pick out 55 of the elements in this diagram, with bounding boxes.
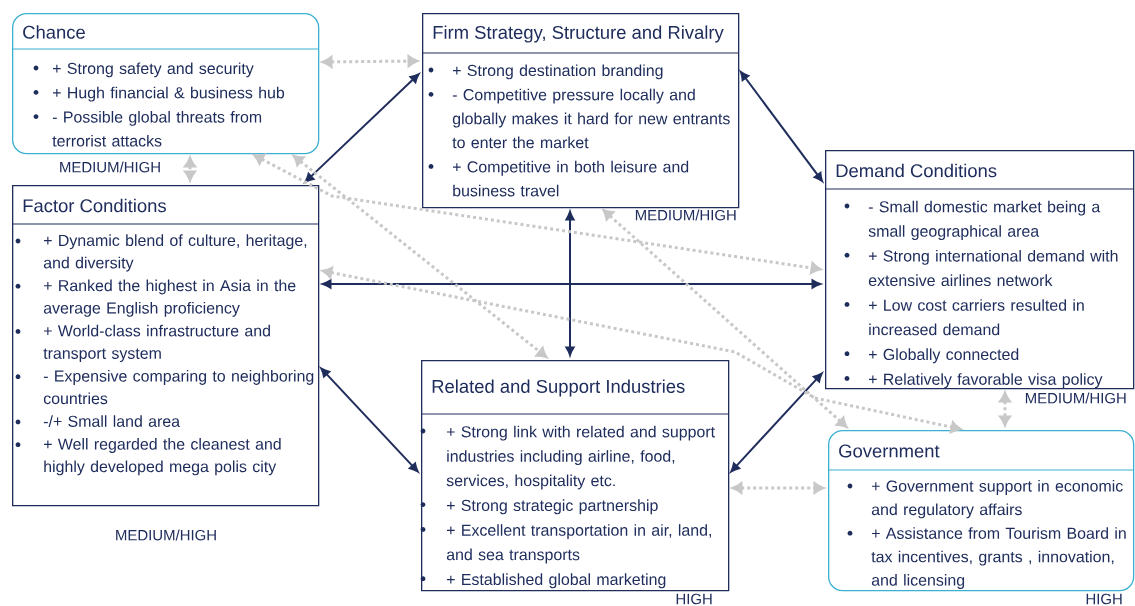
box-heading: Firm Strategy, Structure and Rivalry <box>433 25 724 43</box>
arrow <box>730 372 823 473</box>
panel-box <box>824 150 1135 390</box>
arrow <box>320 367 419 473</box>
arrow <box>321 55 419 68</box>
rating-label: HIGH <box>1086 593 1122 605</box>
arrow <box>565 210 575 357</box>
arrow <box>253 153 822 274</box>
bullet-item: - Expensive comparing to neighboring countries <box>15 370 314 405</box>
bullet-item: + Strong destination branding <box>428 64 663 80</box>
bullet-item: + Strong link with related and support industries including airline, food, services, hospitality etc. <box>420 425 715 490</box>
bullet-item: + Government support in economic and regulatory affairs <box>847 480 1123 519</box>
bullet-item: - Competitive pressure locally and globally makes it hard for new entrants to enter the market <box>428 88 730 149</box>
bullet-item: + Strong strategic partnership <box>420 499 658 515</box>
arrow <box>739 70 824 183</box>
bullet-item: + Globally connected <box>844 348 1019 364</box>
rating-label: MEDIUM/HIGH <box>1025 392 1126 404</box>
arrow <box>321 279 822 289</box>
bullet-item: -/+ Small land area <box>15 415 181 427</box>
bullet-item: + Strong safety and security <box>33 62 254 78</box>
box-heading: Government <box>839 444 940 458</box>
rating-label: MEDIUM/HIGH <box>116 529 216 541</box>
panel-box <box>11 13 320 155</box>
arrow <box>321 266 962 434</box>
arrow <box>184 156 196 182</box>
rating-label: HIGH <box>676 593 712 605</box>
panel-box <box>421 13 740 209</box>
box-heading: Demand Conditions <box>836 163 997 178</box>
bullet-item: + Well regarded the cleanest and highly developed mega polis city <box>15 438 281 476</box>
bullet-item: + Excellent transportation in air, land, and sea transports <box>420 524 711 564</box>
bullet-item: + Assistance from Tourism Board in tax incentives, grants , innovation, and licensing <box>847 527 1126 589</box>
arrow <box>999 391 1011 427</box>
bullet-item: + Established global marketing <box>420 573 666 589</box>
arrow <box>602 209 848 428</box>
bullet-item: + Relatively favorable visa policy <box>844 373 1103 389</box>
bullet-item: + Strong international demand with extensive airlines network <box>844 249 1118 287</box>
panel-box <box>420 360 730 592</box>
arrow <box>304 73 420 183</box>
bullet-item: + Low cost carriers resulted in increased demand <box>844 299 1084 336</box>
bullet-item: + Hugh financial & business hub <box>33 86 285 102</box>
bullet-item: + World-class infrastructure and transport system <box>15 324 270 363</box>
box-heading: Factor Conditions <box>23 198 166 213</box>
box-heading: Chance <box>23 25 85 39</box>
bullet-item: - Small domestic market being a small geographical area <box>844 200 1101 240</box>
rating-label: MEDIUM/HIGH <box>60 161 160 173</box>
bullet-item: + Competitive in both leisure and business travel <box>428 160 689 197</box>
bullet-item: + Dynamic blend of culture, heritage, and diversity <box>15 234 307 272</box>
arrow <box>731 482 825 494</box>
rating-label: MEDIUM/HIGH <box>635 209 736 221</box>
arrow <box>292 154 548 359</box>
panel-box <box>827 430 1135 592</box>
panel-box <box>11 185 320 507</box>
box-heading: Related and Support Industries <box>432 379 685 397</box>
bullet-item: + Ranked the highest in Asia in the average English proficiency <box>15 279 296 317</box>
bullet-item: - Possible global threats from terrorist attacks <box>33 111 262 147</box>
